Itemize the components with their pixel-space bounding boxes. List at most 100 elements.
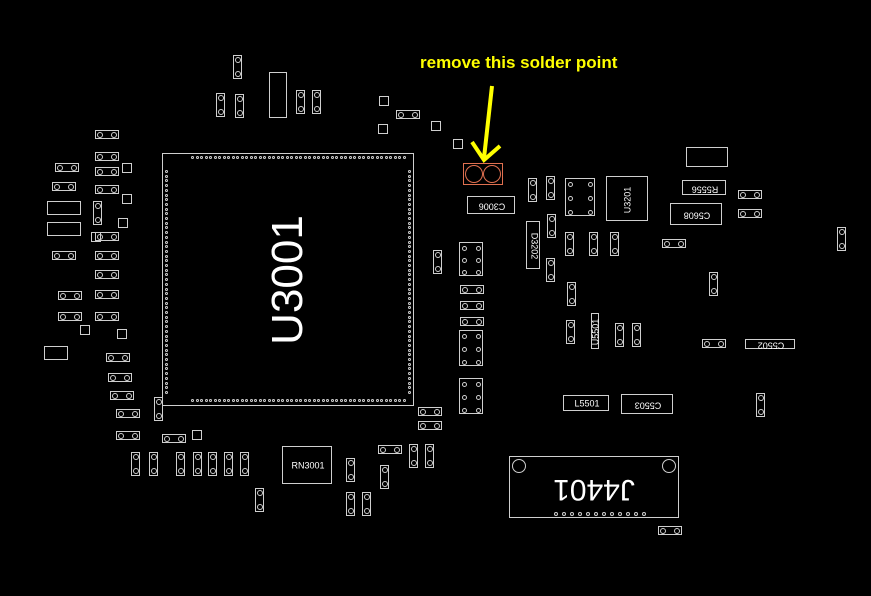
component[interactable] bbox=[296, 90, 305, 114]
ic-u3001[interactable] bbox=[162, 153, 414, 406]
component[interactable] bbox=[738, 190, 762, 199]
component[interactable] bbox=[108, 373, 132, 382]
component-r5556[interactable]: R5556 bbox=[682, 180, 726, 195]
component[interactable] bbox=[567, 282, 576, 306]
component[interactable] bbox=[93, 201, 102, 225]
ic-component[interactable] bbox=[459, 378, 483, 414]
test-point[interactable] bbox=[453, 139, 463, 149]
component[interactable] bbox=[547, 214, 556, 238]
component[interactable] bbox=[658, 526, 682, 535]
ic-component[interactable] bbox=[459, 242, 483, 276]
component[interactable] bbox=[346, 492, 355, 516]
test-point[interactable] bbox=[192, 430, 202, 440]
component[interactable] bbox=[116, 409, 140, 418]
component[interactable] bbox=[154, 397, 163, 421]
component[interactable] bbox=[312, 90, 321, 114]
component[interactable] bbox=[662, 239, 686, 248]
component[interactable] bbox=[396, 110, 420, 119]
component[interactable] bbox=[95, 290, 119, 299]
component[interactable] bbox=[565, 232, 574, 256]
component[interactable] bbox=[460, 285, 484, 294]
component[interactable] bbox=[589, 232, 598, 256]
component[interactable] bbox=[95, 185, 119, 194]
component[interactable] bbox=[709, 272, 718, 296]
component[interactable] bbox=[610, 232, 619, 256]
component-c5503[interactable]: C5503 bbox=[621, 394, 673, 414]
component[interactable] bbox=[362, 492, 371, 516]
component[interactable] bbox=[208, 452, 217, 476]
component[interactable] bbox=[176, 452, 185, 476]
component[interactable] bbox=[460, 317, 484, 326]
test-point[interactable] bbox=[379, 96, 389, 106]
component[interactable] bbox=[110, 391, 134, 400]
test-point[interactable] bbox=[118, 218, 128, 228]
component-c3006[interactable]: C3006 bbox=[467, 196, 515, 214]
component[interactable] bbox=[216, 93, 225, 117]
connector-j4401[interactable] bbox=[509, 456, 679, 518]
component-rn3001[interactable]: RN3001 bbox=[282, 446, 332, 484]
component[interactable] bbox=[380, 465, 389, 489]
test-point[interactable] bbox=[431, 121, 441, 131]
component[interactable] bbox=[47, 222, 81, 236]
component[interactable] bbox=[409, 444, 418, 468]
component[interactable] bbox=[52, 251, 76, 260]
component-c5502[interactable]: C5502 bbox=[745, 339, 795, 351]
component[interactable] bbox=[632, 323, 641, 347]
component-d3202[interactable]: D3202 bbox=[526, 221, 540, 269]
component[interactable] bbox=[95, 270, 119, 279]
component[interactable] bbox=[193, 452, 202, 476]
component[interactable] bbox=[346, 458, 355, 482]
component[interactable] bbox=[95, 130, 119, 139]
test-point[interactable] bbox=[378, 124, 388, 134]
component[interactable] bbox=[149, 452, 158, 476]
component[interactable] bbox=[58, 312, 82, 321]
ic-component[interactable] bbox=[459, 330, 483, 366]
component[interactable] bbox=[460, 301, 484, 310]
component-l5501[interactable]: L5501 bbox=[563, 395, 609, 411]
component[interactable] bbox=[44, 346, 68, 360]
component[interactable] bbox=[269, 72, 287, 118]
component[interactable] bbox=[95, 251, 119, 260]
component-u5501[interactable]: U5501 bbox=[591, 313, 601, 349]
component[interactable] bbox=[615, 323, 624, 347]
component[interactable] bbox=[58, 291, 82, 300]
test-point[interactable] bbox=[91, 232, 101, 242]
component[interactable] bbox=[240, 452, 249, 476]
component[interactable] bbox=[55, 163, 79, 172]
component[interactable] bbox=[566, 320, 575, 344]
test-point[interactable] bbox=[117, 329, 127, 339]
component[interactable] bbox=[95, 167, 119, 176]
component[interactable] bbox=[47, 201, 81, 215]
component[interactable] bbox=[418, 421, 442, 430]
component[interactable] bbox=[255, 488, 264, 512]
component[interactable] bbox=[546, 176, 555, 200]
component[interactable] bbox=[738, 209, 762, 218]
component[interactable] bbox=[116, 431, 140, 440]
component[interactable] bbox=[224, 452, 233, 476]
component[interactable] bbox=[528, 178, 537, 202]
component[interactable] bbox=[686, 147, 728, 167]
component[interactable] bbox=[425, 444, 434, 468]
highlighted-solder-point[interactable] bbox=[463, 163, 503, 185]
component[interactable] bbox=[702, 339, 726, 348]
component[interactable] bbox=[546, 258, 555, 282]
component-u3201[interactable]: U3201 bbox=[606, 176, 648, 221]
component-c5608[interactable]: C5608 bbox=[670, 203, 722, 225]
component[interactable] bbox=[235, 94, 244, 118]
component[interactable] bbox=[95, 152, 119, 161]
component[interactable] bbox=[131, 452, 140, 476]
component[interactable] bbox=[233, 55, 242, 79]
component[interactable] bbox=[52, 182, 76, 191]
test-point[interactable] bbox=[80, 325, 90, 335]
component[interactable] bbox=[378, 445, 402, 454]
component[interactable] bbox=[837, 227, 846, 251]
component[interactable] bbox=[95, 312, 119, 321]
component[interactable] bbox=[756, 393, 765, 417]
component[interactable] bbox=[162, 434, 186, 443]
component[interactable] bbox=[418, 407, 442, 416]
component[interactable] bbox=[433, 250, 442, 274]
test-point[interactable] bbox=[122, 163, 132, 173]
component[interactable] bbox=[106, 353, 130, 362]
test-point[interactable] bbox=[122, 194, 132, 204]
ic-component[interactable] bbox=[565, 178, 595, 216]
